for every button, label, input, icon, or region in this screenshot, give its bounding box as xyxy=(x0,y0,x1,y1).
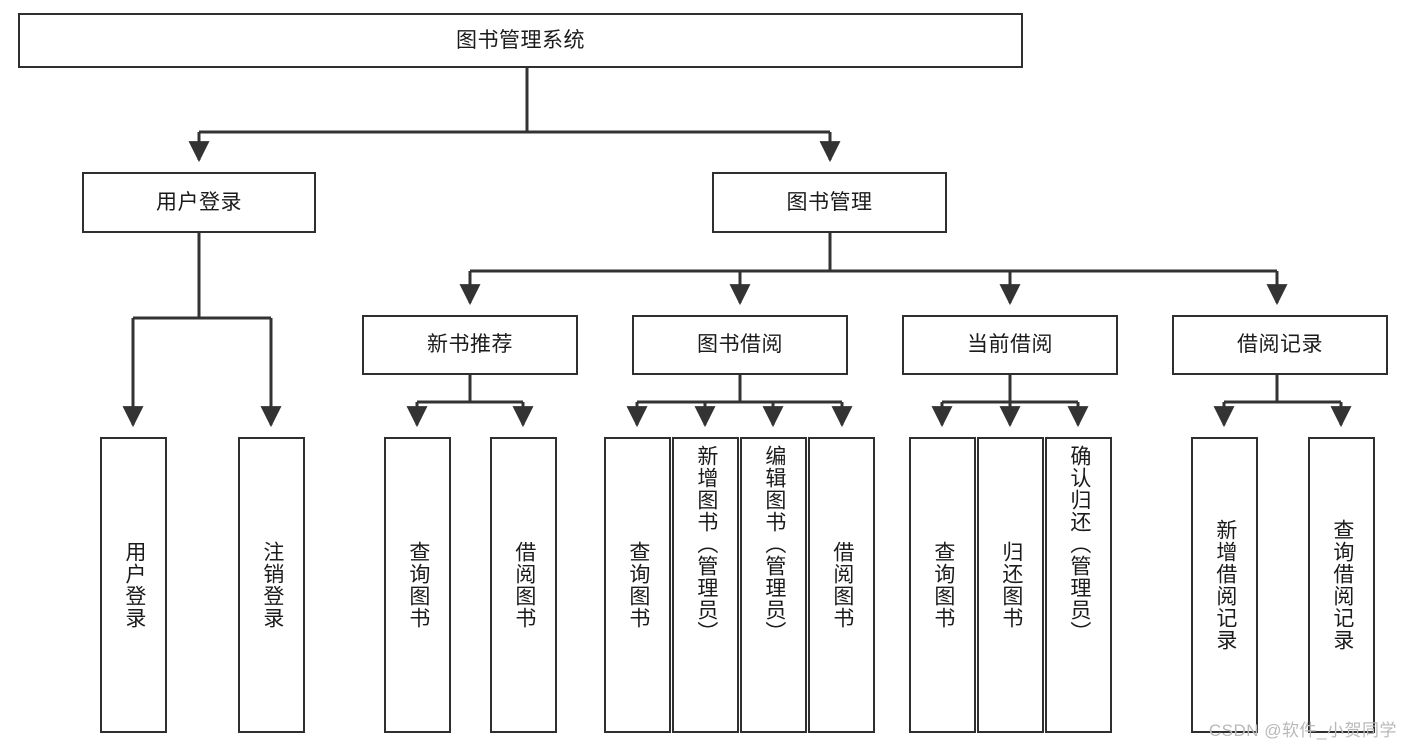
leaf-borrow-record-add-record[interactable]: 新增借阅记录 xyxy=(1191,437,1258,733)
node-label: 图书管理系统 xyxy=(456,28,585,52)
leaf-book-borrow-edit-book-admin[interactable]: 编辑图书（管理员） xyxy=(740,437,807,733)
node-book-borrow[interactable]: 图书借阅 xyxy=(632,315,848,375)
leaf-book-borrow-borrow-book[interactable]: 借阅图书 xyxy=(808,437,875,733)
node-label: 借阅图书 xyxy=(830,541,854,629)
node-label: 注销登录 xyxy=(260,541,284,629)
node-label: 借阅图书 xyxy=(512,541,536,629)
node-borrow-record[interactable]: 借阅记录 xyxy=(1172,315,1388,375)
leaf-current-borrow-confirm-return-admin[interactable]: 确认归还（管理员） xyxy=(1045,437,1112,733)
node-label: 当前借阅 xyxy=(967,333,1053,357)
node-book-management[interactable]: 图书管理 xyxy=(712,172,947,233)
leaf-new-book-query-book[interactable]: 查询图书 xyxy=(384,437,451,733)
node-label: 查询图书 xyxy=(406,541,430,629)
node-label: 查询图书 xyxy=(626,541,650,629)
node-label: 用户登录 xyxy=(122,541,146,629)
leaf-current-borrow-return-book[interactable]: 归还图书 xyxy=(977,437,1044,733)
node-new-book-recommend[interactable]: 新书推荐 xyxy=(362,315,578,375)
node-label: 新增借阅记录 xyxy=(1213,519,1237,651)
node-label: 图书管理 xyxy=(786,190,873,214)
node-root-book-management-system[interactable]: 图书管理系统 xyxy=(18,13,1023,68)
node-label: 查询图书 xyxy=(931,541,955,629)
node-current-borrow[interactable]: 当前借阅 xyxy=(902,315,1118,375)
node-user-login[interactable]: 用户登录 xyxy=(82,172,316,233)
node-label: 用户登录 xyxy=(156,190,242,214)
node-label: 借阅记录 xyxy=(1237,333,1323,357)
node-label: 编辑图书（管理员） xyxy=(762,445,786,643)
leaf-new-book-borrow-book[interactable]: 借阅图书 xyxy=(490,437,557,733)
leaf-book-borrow-add-book-admin[interactable]: 新增图书（管理员） xyxy=(672,437,739,733)
node-label: 归还图书 xyxy=(999,541,1023,629)
node-label: 新增图书（管理员） xyxy=(694,445,718,643)
csdn-watermark: CSDN @软件_小贺同学 xyxy=(1208,721,1397,740)
leaf-current-borrow-query-book[interactable]: 查询图书 xyxy=(909,437,976,733)
node-label: 确认归还（管理员） xyxy=(1067,445,1091,643)
leaf-user-login-login[interactable]: 用户登录 xyxy=(100,437,167,733)
leaf-borrow-record-query-record[interactable]: 查询借阅记录 xyxy=(1308,437,1375,733)
leaf-user-login-logout[interactable]: 注销登录 xyxy=(238,437,305,733)
node-label: 图书借阅 xyxy=(697,333,783,357)
node-label: 查询借阅记录 xyxy=(1330,519,1354,651)
leaf-book-borrow-query-book[interactable]: 查询图书 xyxy=(604,437,671,733)
node-label: 新书推荐 xyxy=(427,333,513,357)
